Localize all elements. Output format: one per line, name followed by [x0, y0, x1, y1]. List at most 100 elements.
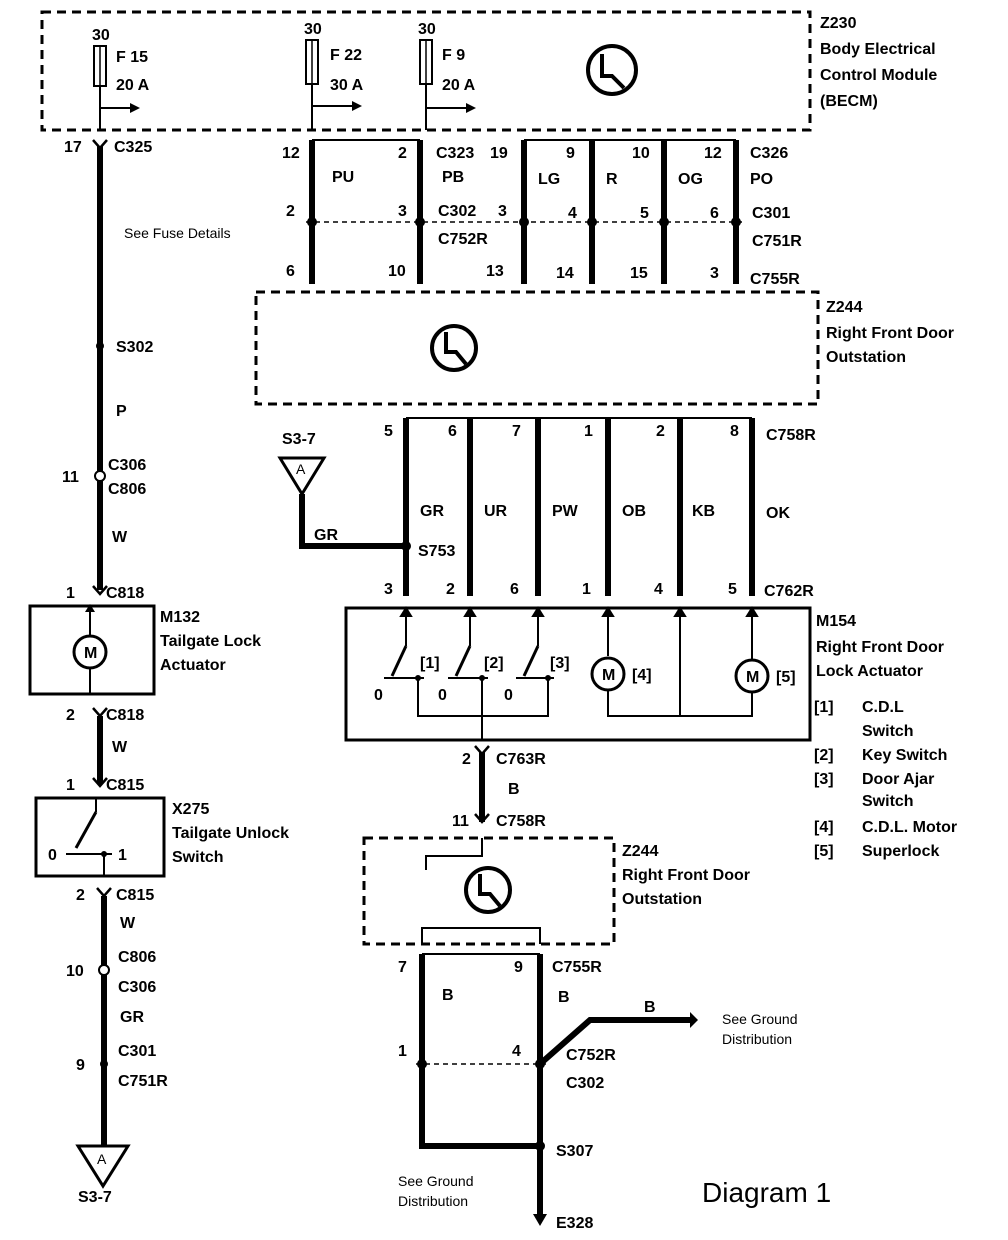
connector-c762r: C762R	[764, 583, 814, 600]
motor-5-tag: [5]	[776, 669, 796, 686]
splice-s753: S753	[418, 543, 455, 560]
door-outstation-2: Z244 Right Front Door Outstation	[362, 836, 750, 946]
door-upper-wiring: 12 2 19 9 10 12 C323 C326 PU PB LG R OG …	[282, 139, 802, 288]
pin-mid-top-1: 5	[384, 423, 393, 440]
connector-c752r: C752R	[438, 231, 488, 248]
fuse-f15: 30 F 15 20 A	[92, 27, 150, 130]
tailgate-lock-pin-bottom: 2	[66, 707, 75, 724]
lock-actuator-code: M154	[816, 613, 856, 630]
connector-c758r-upper: C758R	[766, 427, 816, 444]
connector-c306-symbol	[94, 470, 106, 482]
connector-c306-lower: C306	[118, 979, 156, 996]
connector-c302-lower: C302	[566, 1075, 604, 1092]
fuse-f22-rating: 30 A	[330, 77, 364, 94]
splice-s302-dot	[96, 342, 104, 350]
connector-c806-lower: C806	[118, 949, 156, 966]
door-outstation-2-name-line2: Outstation	[622, 891, 702, 908]
tailgate-switch-name-line1: Tailgate Unlock	[172, 825, 289, 842]
switch-2-tag: [2]	[484, 655, 504, 672]
legend-text-1a: C.D.L	[862, 699, 904, 716]
becm-name-line3: (BECM)	[820, 93, 878, 110]
wire-color-gr-door: GR	[420, 503, 444, 520]
becm-code: Z230	[820, 15, 857, 32]
splice-s307: S307	[556, 1143, 593, 1160]
pin-top-4: 9	[566, 145, 575, 162]
pin-mid-bottom-2: 2	[446, 581, 455, 598]
pin-mid-top-3: 7	[512, 423, 521, 440]
pin-mid-4: 4	[568, 205, 577, 222]
connector-c763r: C763R	[496, 751, 546, 768]
door-lower-wiring: 7 9 C755R B B B See Ground Distribution …	[398, 953, 798, 1232]
pin-top-1: 12	[282, 145, 300, 162]
fuse-f15-arrow-icon	[130, 103, 140, 113]
pin-low-3: 13	[486, 263, 504, 280]
wire-color-gr-tap: GR	[314, 527, 338, 544]
switch-1-contact-icon	[390, 645, 408, 677]
connector-c301-dot	[100, 1060, 108, 1068]
door-outstation-1: Z244 Right Front Door Outstation	[254, 290, 954, 406]
lock-actuator-name-line2: Lock Actuator	[816, 663, 923, 680]
pin-low-1: 6	[286, 263, 295, 280]
reference-s3-7-lower: S3-7	[78, 1189, 112, 1206]
ground-branch-terminal-icon	[690, 1012, 698, 1028]
ground-note2-line1: See Ground	[398, 1173, 474, 1189]
connector-c323: C323	[436, 145, 474, 162]
reference-triangle-a-upper-icon	[277, 456, 327, 497]
tailgate-lock-pin-top: 1	[66, 585, 75, 602]
switch-2-contact-icon	[454, 645, 472, 677]
pin-mid-top-5: 2	[656, 423, 665, 440]
becm-outline	[40, 10, 812, 132]
pin-low-6: 3	[710, 265, 719, 282]
legend-tag-5: [5]	[814, 843, 834, 860]
pin-top-6: 12	[704, 145, 722, 162]
legend-text-1b: Switch	[862, 723, 914, 740]
pin-low-4: 14	[556, 265, 574, 282]
door-outstation-1-name-line1: Right Front Door	[826, 325, 954, 342]
fuse-f15-supply: 30	[92, 27, 110, 44]
wire-b-ground-branch	[538, 1017, 690, 1067]
motor-5-label: M	[746, 669, 759, 686]
fuse-f15-rating: 20 A	[116, 77, 150, 94]
legend-tag-3: [3]	[814, 771, 834, 788]
wire-color-po: PO	[750, 171, 773, 188]
ground-pin-a: 2	[462, 751, 471, 768]
tailgate-switch-contact-icon	[74, 811, 98, 849]
connector-c752r-lower: C752R	[566, 1047, 616, 1064]
reference-triangle-a-upper-label: A	[296, 461, 306, 477]
tailgate-lock-code: M132	[160, 609, 200, 626]
splice-s307-dot	[535, 1141, 545, 1151]
connector-c815-top-chevron-icon	[92, 777, 108, 788]
tailgate-switch-pin-bottom: 2	[76, 887, 85, 904]
connector-c806: C806	[108, 481, 146, 498]
reference-s3-7-upper: S3-7	[282, 431, 316, 448]
switch-3-tag: [3]	[550, 655, 570, 672]
wire-gr-tap	[299, 494, 406, 549]
ground-note2-line2: Distribution	[398, 1193, 468, 1209]
ground-note-line1: See Ground	[722, 1011, 798, 1027]
pin-mid-bottom-4: 1	[582, 581, 591, 598]
wire-color-b-ground: B	[508, 781, 520, 798]
wire-color-w-1: W	[112, 529, 128, 546]
connector-c818-bottom-chevron-icon	[92, 707, 108, 718]
lock-actuator-name-line1: Right Front Door	[816, 639, 944, 656]
switch-3-contact-icon	[522, 645, 540, 677]
connector-c758r-lower: C758R	[496, 813, 546, 830]
tailgate-lock-name-line2: Actuator	[160, 657, 226, 674]
lock-actuator-box	[344, 606, 812, 742]
door-outstation-2-outline	[362, 836, 616, 946]
connector-c758r-lower-chevron-icon	[474, 813, 490, 824]
left-circuit: 17 C325 See Fuse Details S302 P 11 C306 …	[28, 139, 289, 1206]
wire-color-kb: KB	[692, 503, 715, 520]
fuse-f22-arrow-icon	[352, 101, 362, 111]
door-outstation-1-code: Z244	[826, 299, 863, 316]
pin-top-3: 19	[490, 145, 508, 162]
lock-actuator: 0 [1] 0 [2] 0 [3] M [4] M [5] M154 Right…	[344, 606, 957, 860]
door-outstation-2-code: Z244	[622, 843, 659, 860]
diagram-title: Diagram 1	[702, 1177, 831, 1208]
wire-color-lg: LG	[538, 171, 560, 188]
connector-c815-bottom: C815	[116, 887, 154, 904]
pin-lower-right: 9	[514, 959, 523, 976]
connector-c306: C306	[108, 457, 146, 474]
wire-b-left	[419, 954, 540, 1149]
wire-color-b-right: B	[558, 989, 570, 1006]
